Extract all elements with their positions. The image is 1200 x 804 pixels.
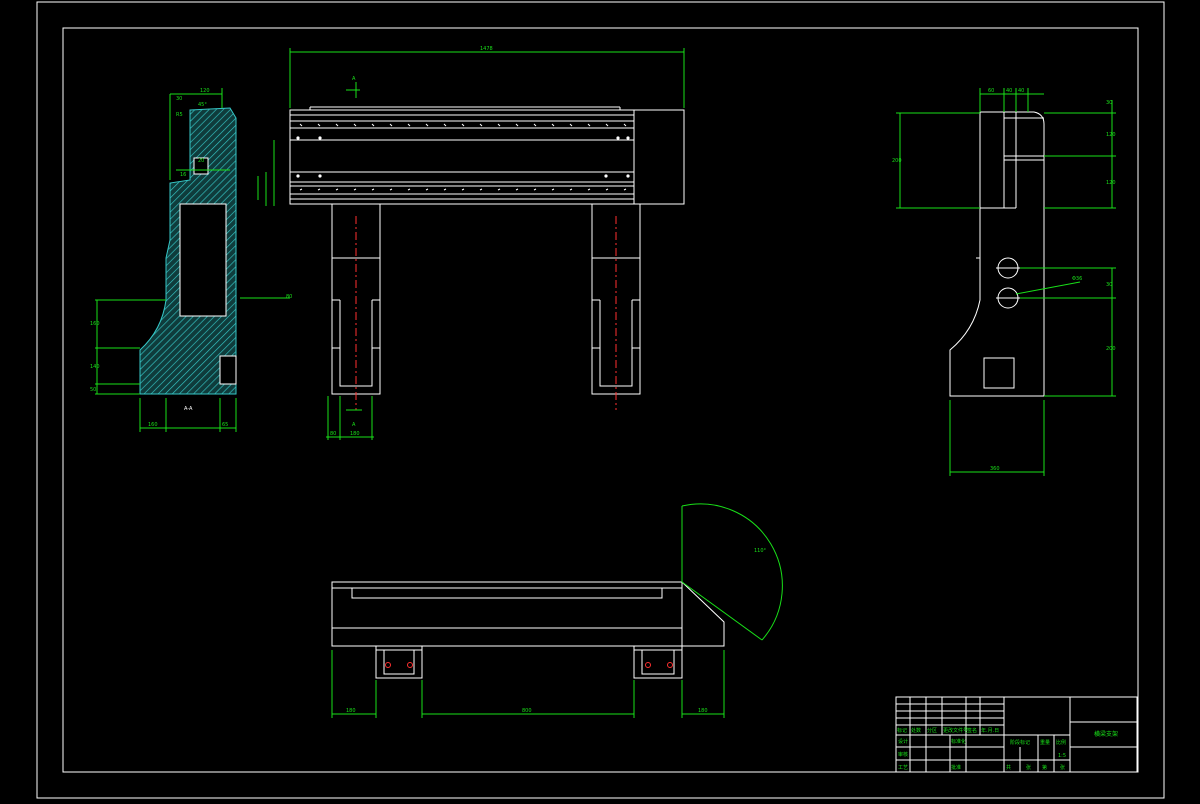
side-top-dim-3: 40 [1018,88,1024,94]
tb-cell-10: 工艺 [898,765,908,771]
outer-border [36,1,1165,799]
sec-dim-11: 65 [222,422,228,428]
sec-dim-3: R5 [176,112,183,118]
side-right-dim-3: 120 [1106,180,1116,186]
sec-dim-9: 50 [90,387,96,393]
bolt-row-top [296,136,630,178]
sec-dim-10: 160 [148,422,158,428]
side-bottom-dim: 360 [990,466,1000,472]
sec-angle: 45° [198,102,207,108]
top-outline [331,581,725,647]
front-width-dim: 1478 [480,46,493,52]
sec-dim-5: 16 [180,172,186,178]
tb-cell-4: 更改文件号 [943,727,968,734]
side-right-dim-5: 200 [1106,346,1116,352]
side-top-dim-2: 40 [1006,88,1012,94]
sec-dim-2: 30 [176,96,182,102]
tb-cell-8: 标准化 [951,738,966,745]
side-right-dim-1: 30 [1106,100,1112,106]
sec-dim-6: 80 [286,294,292,300]
top-dim-2: 800 [522,708,532,714]
angle-arc [681,503,783,641]
tb-cell-2: 处数 [911,727,921,734]
tb-cell-11: 批准 [951,764,961,771]
top-view: 110° 180 800 180 [331,503,783,718]
tb-part-name: 横梁支架 [1094,730,1118,738]
front-view: 1478 A A 80 180 [257,46,685,440]
front-section-mark-bottom: A [352,422,356,428]
side-right-dim-4: 30 [1106,282,1112,288]
side-top-dim-1: 60 [988,88,994,94]
tb-cell-14: 比例 [1056,739,1066,746]
tb-cell-16: 张 [1026,764,1031,771]
inner-border [62,27,1139,773]
tb-cell-13: 重量 [1040,739,1050,746]
bolt-ticks [299,123,627,191]
section-view: 120 30 45° R5 20 16 80 160 140 50 160 65… [90,88,292,432]
tb-cell-18: 张 [1060,764,1065,771]
top-angle-label: 110° [754,548,767,554]
tb-cell-7: 设计 [898,738,908,745]
side-square-cutout [983,357,1015,389]
tb-cell-1: 标记 [897,727,907,734]
sec-dim-4: 20 [198,158,204,164]
section-notch [219,355,237,385]
top-dim-3: 180 [698,708,708,714]
sec-dim-7: 160 [90,321,100,327]
side-right-dim-2: 120 [1106,132,1116,138]
tb-cell-5: 签名 [967,727,977,734]
top-foot-left [375,645,423,679]
tb-cell-9: 审核 [898,751,908,758]
sec-dim-1: 120 [200,88,210,94]
tb-cell-12: 阶段标记 [1010,739,1030,746]
sec-dim-8: 140 [90,364,100,370]
section-cavity [179,203,227,317]
side-view: 60 40 40 200 30 120 120 30 200 Φ36 360 [892,88,1116,476]
front-bottom-dim-2: 180 [350,431,360,437]
title-block: 标记 处数 分区 更改文件号 签名 年.月.日 设计 标准化 审核 工艺 批准 … [895,696,1138,773]
tb-scale: 1:5 [1058,753,1066,759]
section-label: A-A [184,406,193,412]
side-hole-label: Φ36 [1072,276,1082,282]
front-bottom-dim-1: 80 [330,431,336,437]
top-foot-right [633,645,683,679]
side-outline [949,111,1045,397]
tb-cell-6: 年.月.日 [981,727,999,734]
front-section-mark-top: A [352,76,356,82]
tb-cell-3: 分区 [927,727,937,734]
side-left-dim: 200 [892,158,902,164]
tb-cell-17: 第 [1042,764,1047,771]
front-beam [289,109,685,205]
top-foot-holes [385,662,673,668]
top-dim-1: 180 [346,708,356,714]
tb-cell-15: 共 [1006,764,1011,771]
